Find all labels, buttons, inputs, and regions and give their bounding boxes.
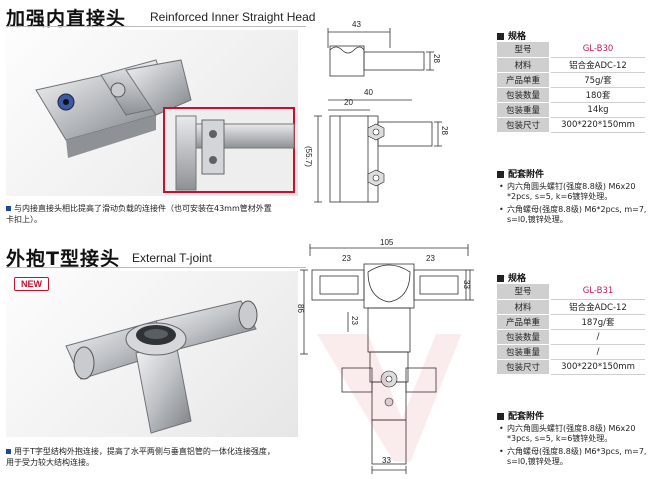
dim-label: 43 (352, 20, 361, 29)
product-note: 用于T字型结构外抱连接，提高了水平两侧与垂直铝管的一体化连接强度，用于受力较大结… (6, 447, 275, 467)
product-section-b31: 外抱T型接头 External T-joint NEW 用于T字型结构外抱连接 (0, 238, 653, 479)
dim-label: 28 (440, 126, 449, 135)
technical-drawing-b31: 105 23 23 33 86 23 33 (296, 238, 478, 477)
list-item: 六角螺母(强度8.8级) M6*2pcs, m=7, s=l0,镀锌处理。 (499, 205, 649, 225)
new-badge: NEW (14, 277, 49, 291)
connector-photo-graphic (35, 59, 295, 193)
product-photo (6, 30, 298, 196)
table-row: 材料铝合金ADC-12 (497, 299, 645, 315)
dim-label: 23 (426, 254, 435, 263)
list-item: 六角螺母(强度8.8级) M6*3pcs, m=7, s=l0,镀锌处理。 (499, 447, 649, 467)
dim-label: 23 (342, 254, 351, 263)
dim-label: 33 (382, 456, 391, 465)
drawing-svg (300, 244, 474, 474)
product-photo: NEW (6, 271, 298, 437)
list-item: 内六角圆头螺钉(强度8.8级) M6x20 *3pcs, s=5, k=6镀锌处… (499, 424, 649, 444)
dim-label: 23 (350, 316, 359, 325)
square-bullet-icon (497, 171, 504, 178)
drawing-svg (314, 28, 442, 203)
product-section-b30: 加强内直接头 Reinforced Inner Straight Head (0, 0, 653, 238)
accessories-list: 内六角圆头螺钉(强度8.8级) M6x20 *2pcs, s=5, k=6镀锌处… (499, 182, 649, 228)
product-title-cn: 外抱T型接头 (6, 248, 120, 270)
accessories-list: 内六角圆头螺钉(强度8.8级) M6x20 *3pcs, s=5, k=6镀锌处… (499, 424, 649, 470)
dim-label: 20 (344, 98, 353, 107)
table-row: 材料铝合金ADC-12 (497, 57, 645, 73)
product-title-en: Reinforced Inner Straight Head (150, 10, 316, 24)
list-item: 内六角圆头螺钉(强度8.8级) M6x20 *2pcs, s=5, k=6镀锌处… (499, 182, 649, 202)
technical-drawing-b30: 43 28 40 20 (55.7) 28 (300, 18, 470, 218)
title-divider (6, 26, 306, 27)
connector-photo-graphic (65, 300, 258, 434)
product-note: 与内接直接头相比提高了滑动负载的连接件（也可安装在43mm管材外置卡扣上）。 (6, 204, 272, 224)
dim-label: 40 (364, 88, 373, 97)
dim-label: 33 (462, 280, 471, 289)
dim-label: 86 (296, 304, 305, 313)
square-bullet-icon (497, 275, 504, 282)
square-bullet-icon (497, 413, 504, 420)
table-row: 包装数量/ (497, 329, 645, 345)
spec-heading: 规格 (497, 271, 526, 284)
dim-label: 28 (432, 54, 441, 63)
square-bullet-icon (497, 33, 504, 40)
title-divider (6, 267, 306, 268)
dim-label: 105 (380, 238, 394, 247)
dim-label: (55.7) (304, 146, 313, 167)
bullet-icon (6, 206, 11, 211)
table-row: 包装重量/ (497, 344, 645, 360)
spec-heading: 规格 (497, 29, 526, 42)
accessories-heading: 配套附件 (497, 167, 544, 180)
product-title-cn: 加强内直接头 (6, 8, 127, 30)
watermark-logo (317, 334, 462, 462)
bullet-icon (6, 449, 11, 454)
product-title-en: External T-joint (132, 251, 212, 265)
accessories-heading: 配套附件 (497, 409, 544, 422)
